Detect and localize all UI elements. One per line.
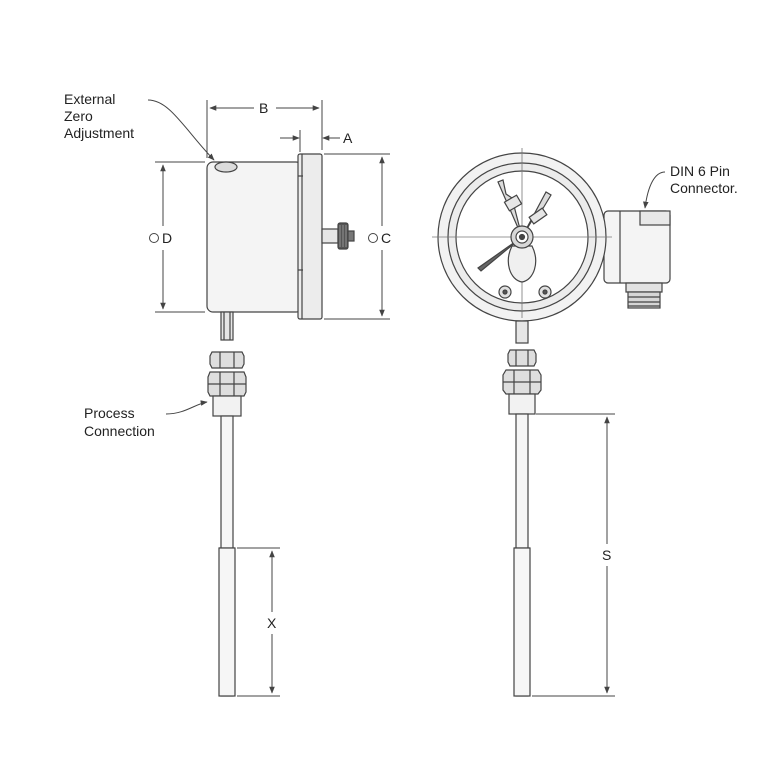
cable-gland (625, 282, 663, 293)
process-connection-label-1: Process (84, 405, 135, 421)
diameter-symbol-c (368, 233, 378, 243)
zero-adjust-cap (214, 161, 238, 173)
dimension-b: B (259, 100, 268, 116)
front-view (432, 148, 671, 697)
side-neck (220, 311, 234, 341)
side-dimensions (147, 99, 390, 697)
side-upper-nut (209, 351, 245, 369)
diameter-symbol-d (149, 233, 159, 243)
front-dimensions (532, 171, 666, 697)
din-connector-label-2: Connector. (670, 180, 738, 196)
front-bulb (513, 547, 531, 697)
external-zero-label-2: Zero (64, 108, 93, 124)
din-connector-label-1: DIN 6 Pin (670, 163, 730, 179)
dimension-a: A (343, 130, 353, 146)
process-connection-label-2: Connection (84, 423, 155, 439)
external-zero-label-1: External (64, 91, 115, 107)
side-thread (212, 395, 242, 417)
side-bulb (218, 547, 236, 697)
side-view (206, 153, 355, 697)
dimension-x: X (267, 615, 277, 631)
dimension-c: C (381, 230, 391, 246)
front-upper-nut (507, 349, 537, 367)
case-body (206, 161, 303, 313)
main-pointer (477, 236, 523, 272)
front-neck (515, 320, 529, 344)
front-thread (508, 393, 536, 415)
external-zero-label-3: Adjustment (64, 125, 134, 141)
dimension-s: S (602, 547, 611, 563)
knob-stem (321, 228, 339, 244)
contact-arm (507, 245, 537, 283)
annotations: External Zero Adjustment Process Connect… (64, 91, 738, 631)
dimension-d: D (162, 230, 172, 246)
